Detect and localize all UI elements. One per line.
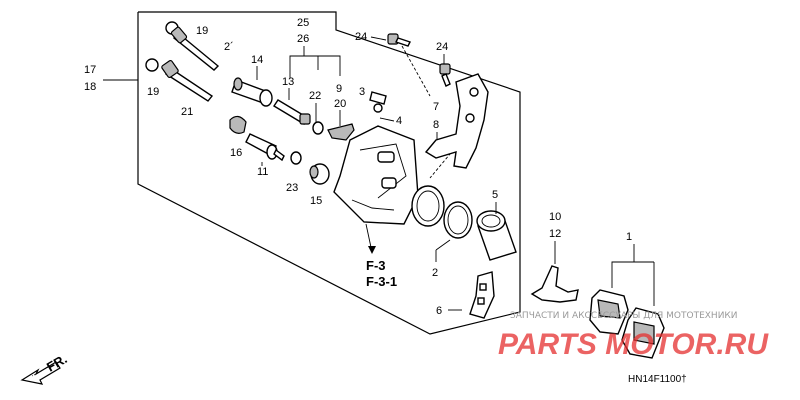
callout-13: 13 <box>282 76 294 88</box>
callout-17: 17 <box>84 64 96 76</box>
callout-5: 5 <box>492 189 498 201</box>
callout-22: 22 <box>309 90 321 102</box>
pin-bolt-lower <box>145 58 214 102</box>
callout-7: 7 <box>433 101 439 113</box>
f3-arrow-icon <box>368 246 376 254</box>
callout-11: 11 <box>257 166 268 178</box>
callout-8: 8 <box>433 119 439 131</box>
ref-f3: F-3 <box>366 258 386 273</box>
assembly-frame <box>137 11 521 335</box>
pin-11 <box>245 133 285 162</box>
callout-9: 9 <box>336 83 342 95</box>
spring-20 <box>327 123 355 141</box>
callout-18: 18 <box>84 81 96 93</box>
callout-26: 26 <box>297 33 309 45</box>
callout-16: 16 <box>230 147 242 159</box>
callout-19-top: 19 <box>196 25 208 37</box>
callout-12: 12 <box>549 228 561 240</box>
bolt-24-left <box>387 33 411 47</box>
washer-23 <box>290 151 302 165</box>
callout-25: 25 <box>297 17 309 29</box>
callout-15: 15 <box>310 195 322 207</box>
brake-pad-outer <box>621 307 665 359</box>
washer-22 <box>312 121 324 135</box>
callout-10: 10 <box>549 211 561 223</box>
caliper-bracket <box>424 73 489 169</box>
callout-6: 6 <box>436 305 442 317</box>
callout-21-top: 2´ <box>224 41 234 53</box>
diagram-code: HN14F1100† <box>628 374 687 385</box>
bleeder-3 <box>369 91 387 113</box>
brake-pad-inner <box>589 289 629 335</box>
pad-retainer <box>530 265 579 303</box>
seal-ring-small <box>443 201 473 239</box>
pad-spring-6 <box>469 271 495 319</box>
piston <box>476 210 517 261</box>
callout-3: 3 <box>359 86 365 98</box>
bolt-13 <box>273 99 311 125</box>
callout-20: 20 <box>334 98 346 110</box>
front-arrow-icon <box>20 361 61 385</box>
pin-bolt-upper <box>165 21 220 71</box>
bolt-24-right <box>439 63 451 87</box>
ref-f3-1: F-3-1 <box>366 274 397 289</box>
callout-2: 2 <box>432 267 438 279</box>
watermark-logo: PARTS MOTOR.RU <box>498 328 769 361</box>
caliper-body <box>333 125 419 225</box>
watermark-subtitle: ЗАПЧАСТИ И АКССЕССУАРЫ ДЛЯ МОТОТЕХНИКИ <box>510 311 738 321</box>
callout-24-left: 24 <box>355 31 367 43</box>
pin-sleeve-14 <box>231 77 273 107</box>
callout-4: 4 <box>396 115 402 127</box>
callout-23: 23 <box>286 182 298 194</box>
callout-1: 1 <box>626 231 632 243</box>
seal-ring-large <box>411 185 445 227</box>
bushing-15 <box>309 163 330 185</box>
callout-21-bottom: 21 <box>181 106 193 118</box>
callout-14: 14 <box>251 54 263 66</box>
callout-24-right: 24 <box>436 41 448 53</box>
callout-19-bottom: 19 <box>147 86 159 98</box>
boot-16 <box>229 115 247 134</box>
